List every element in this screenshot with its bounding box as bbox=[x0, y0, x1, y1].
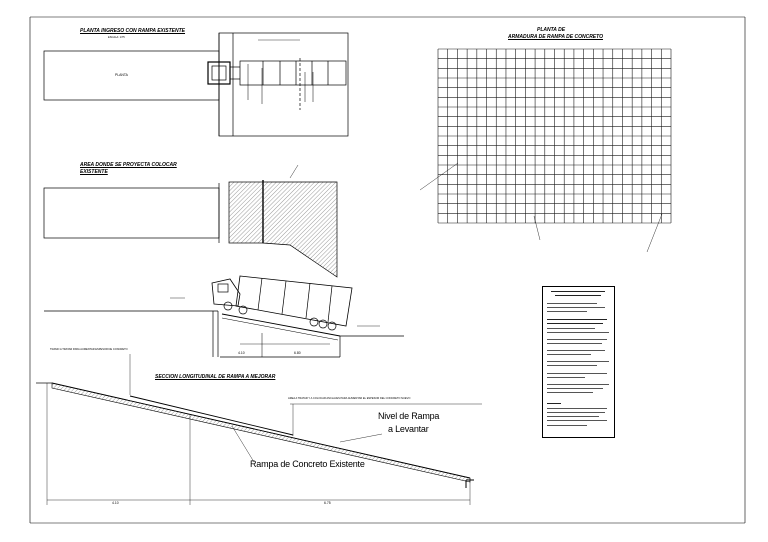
spec-line bbox=[547, 392, 593, 393]
grid-leaders bbox=[419, 162, 663, 253]
spec-line bbox=[547, 332, 609, 333]
spec-line bbox=[547, 311, 587, 312]
spec-line bbox=[547, 328, 595, 329]
spec-line bbox=[547, 365, 597, 366]
spec-line bbox=[547, 354, 591, 355]
spec-line bbox=[547, 339, 607, 340]
armadura-grid bbox=[437, 48, 672, 224]
title-armadura-1: PLANTA DE bbox=[537, 27, 566, 33]
title-armadura-2: ARMADURA DE RAMPA DE CONCRETO bbox=[508, 34, 603, 40]
spec-line bbox=[547, 420, 607, 421]
spec-line bbox=[547, 425, 587, 426]
spec-line bbox=[547, 307, 605, 308]
spec-line bbox=[547, 416, 599, 417]
dim-left: 4.10 bbox=[112, 501, 119, 505]
plan-ingreso bbox=[43, 32, 349, 137]
dim-right: 6.75 bbox=[324, 501, 331, 505]
label-nivel-rampa-1: Nivel de Rampa bbox=[378, 411, 440, 421]
spec-line bbox=[547, 323, 603, 325]
spec-line bbox=[547, 412, 605, 413]
spec-line bbox=[547, 303, 597, 304]
specifications-box bbox=[542, 286, 615, 438]
dim-b: 6.80 bbox=[294, 351, 301, 355]
note-right: AREA A TRATAR Y A COLOCAR ANCLAJES PARA … bbox=[288, 397, 411, 400]
label-nivel-rampa-2: a Levantar bbox=[388, 424, 429, 434]
spec-line bbox=[547, 350, 605, 351]
spec-line bbox=[547, 408, 607, 409]
spec-line bbox=[547, 388, 603, 389]
plan-area-proyecta bbox=[43, 164, 338, 278]
spec-line bbox=[547, 403, 561, 405]
title-area-proyecta: AREA DONDE SE PROYECTA COLOCAR bbox=[80, 162, 177, 168]
truck-elevation bbox=[44, 275, 404, 358]
spec-line bbox=[547, 384, 609, 385]
dim-a: 4.10 bbox=[238, 351, 245, 355]
spec-line bbox=[547, 343, 602, 344]
spec-line bbox=[547, 377, 585, 378]
title-area-proyecta-2: EXISTENTE bbox=[80, 169, 108, 175]
spec-line bbox=[547, 319, 607, 321]
label-planta: PLANTA bbox=[115, 73, 128, 77]
spec-title-bar bbox=[555, 295, 601, 297]
spec-line bbox=[547, 361, 609, 362]
spec-title-bar bbox=[551, 291, 605, 293]
seccion-longitudinal bbox=[36, 354, 482, 505]
title-plan-ingreso: PLANTA INGRESO CON RAMPA EXISTENTE bbox=[80, 28, 186, 34]
scale-note: ESCALA: 1/75 bbox=[108, 36, 125, 39]
note-left: TRAMO A TRATAR PARA AUMENTAR ESPESOR DE … bbox=[50, 348, 128, 351]
label-rampa-existente: Rampa de Concreto Existente bbox=[250, 459, 365, 469]
spec-line bbox=[547, 373, 607, 374]
title-seccion: SECCION LONGITUDINAL DE RAMPA A MEJORAR bbox=[155, 374, 276, 380]
